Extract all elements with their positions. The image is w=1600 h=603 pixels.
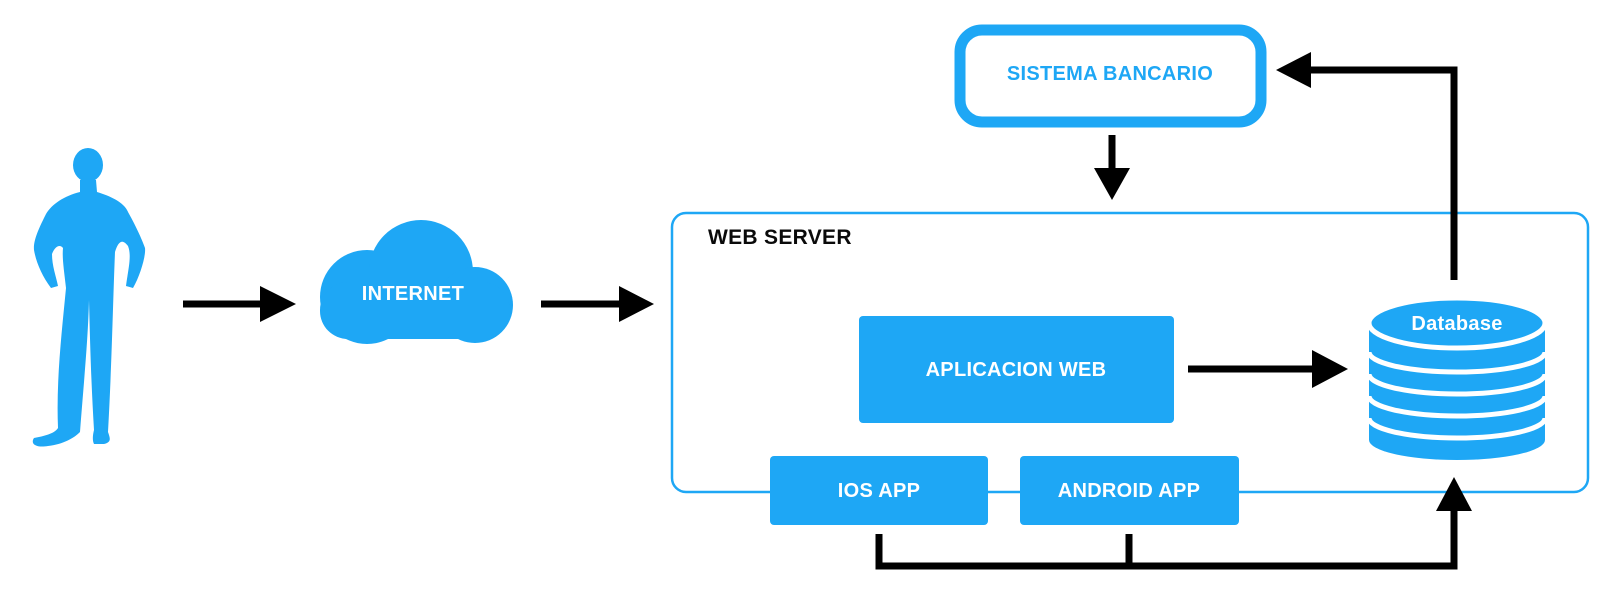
- web-server-title: WEB SERVER: [708, 226, 852, 249]
- arrow-database-to-bancario: [1276, 52, 1458, 280]
- ios-app-box: [770, 456, 988, 525]
- arrow-app-to-database: [1188, 350, 1348, 388]
- arrow-user-to-internet: [183, 286, 296, 322]
- database-icon: [1366, 295, 1548, 460]
- android-app-label: ANDROID APP: [1058, 480, 1201, 502]
- android-app-box: [1020, 456, 1239, 525]
- internet-label: INTERNET: [362, 283, 464, 305]
- cloud-icon: [320, 220, 513, 344]
- ios-app-label: IOS APP: [838, 480, 921, 502]
- database-label: Database: [1411, 313, 1502, 335]
- aplicacion-web-label: APLICACION WEB: [926, 359, 1107, 381]
- sistema-bancario-label: SISTEMA BANCARIO: [1007, 63, 1213, 85]
- aplicacion-web-box: [859, 316, 1174, 423]
- arrow-mobile-to-database: [875, 477, 1472, 570]
- arrow-bancario-to-webserver: [1094, 135, 1130, 200]
- person-silhouette-icon: [32, 148, 146, 447]
- arrow-internet-to-webserver: [541, 286, 654, 322]
- sistema-bancario-box: [954, 24, 1267, 128]
